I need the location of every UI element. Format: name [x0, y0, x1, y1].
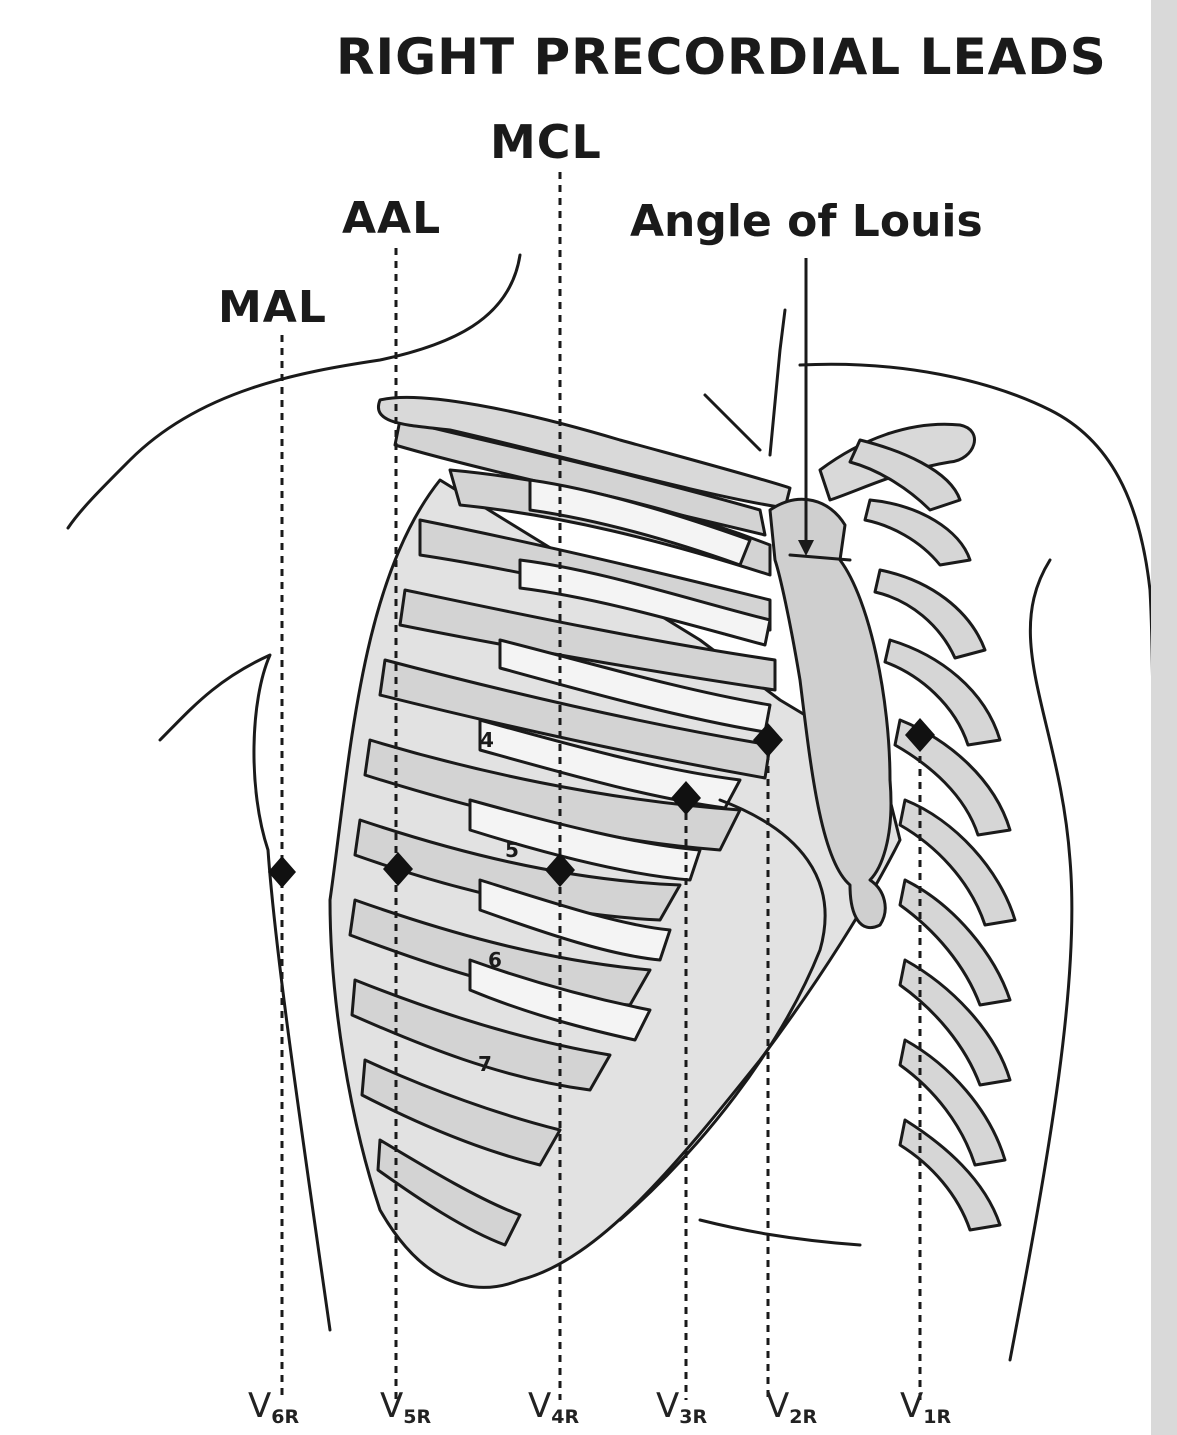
- right-arm-outline: [160, 655, 330, 1330]
- lead-label-v5r-sub: 5R: [403, 1406, 431, 1428]
- aal-label: AAL: [342, 193, 441, 244]
- xiphoid-region: [700, 1220, 860, 1245]
- lead-label-v5r-base: V: [380, 1386, 403, 1426]
- lead-label-v6r-base: V: [248, 1386, 271, 1426]
- intercostal-number-5: 5: [505, 838, 520, 862]
- lead-label-v6r: V6R: [248, 1386, 299, 1428]
- lead-label-v1r-sub: 1R: [923, 1406, 951, 1428]
- intercostal-number-7: 7: [478, 1052, 493, 1076]
- neck-line: [770, 310, 785, 455]
- lead-label-v5r: V5R: [380, 1386, 431, 1428]
- lead-label-v2r: V2R: [766, 1386, 817, 1428]
- mcl-label: MCL: [490, 115, 602, 169]
- lead-label-v4r-sub: 4R: [551, 1406, 579, 1428]
- neck-line-2: [705, 395, 760, 450]
- left-arm-outline: [1010, 560, 1072, 1360]
- lead-label-v6r-sub: 6R: [271, 1406, 299, 1428]
- lead-label-v3r-sub: 3R: [679, 1406, 707, 1428]
- intercostal-number-4: 4: [480, 728, 495, 752]
- lead-label-v3r-base: V: [656, 1386, 679, 1426]
- lead-label-v4r-base: V: [528, 1386, 551, 1426]
- mal-label: MAL: [218, 282, 327, 333]
- angle-of-louis-label: Angle of Louis: [630, 196, 983, 247]
- lead-label-v2r-base: V: [766, 1386, 789, 1426]
- lead-label-v1r-base: V: [900, 1386, 923, 1426]
- intercostal-number-6: 6: [488, 948, 503, 972]
- lead-label-v1r: V1R: [900, 1386, 951, 1428]
- lead-label-v4r: V4R: [528, 1386, 579, 1428]
- lead-label-v3r: V3R: [656, 1386, 707, 1428]
- scan-edge: [1151, 0, 1177, 1435]
- lead-label-v2r-sub: 2R: [789, 1406, 817, 1428]
- diagram-title: RIGHT PRECORDIAL LEADS: [336, 28, 1107, 86]
